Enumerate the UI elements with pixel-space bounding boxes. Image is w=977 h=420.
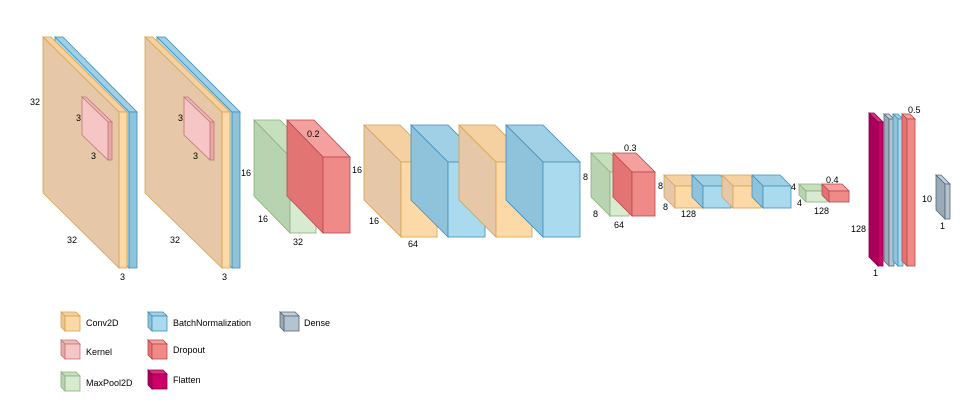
block3: 16 64 — [363, 124, 581, 249]
dropout-layer-dense — [901, 113, 916, 267]
pool1-height-label: 16 — [258, 214, 268, 224]
legend-item-conv2d: Conv2D — [60, 311, 119, 332]
legend-item-flatten: Flatten — [147, 369, 201, 390]
flatten-height-label: 128 — [851, 224, 866, 234]
legend-item-maxpool: MaxPool2D — [60, 371, 133, 392]
legend-label-dropout: Dropout — [173, 345, 206, 355]
block2-kernel — [183, 96, 215, 161]
pool3-side-label: 4 — [791, 182, 796, 192]
dense-layer-1 — [883, 113, 895, 267]
output-dense: 10 1 — [922, 174, 951, 231]
dropout1-side-label: 16 — [352, 165, 362, 175]
block2: 3 3 32 3 16 — [144, 36, 251, 282]
legend-label-conv2d: Conv2D — [86, 318, 119, 328]
flatten-layer — [868, 112, 884, 267]
output-width-label: 1 — [940, 221, 945, 231]
legend-label-dense: Dense — [304, 318, 330, 328]
pool1-group: 0.2 16 16 32 — [253, 119, 362, 247]
block1-height-label: 32 — [30, 97, 40, 107]
block4-side-label: 8 — [658, 181, 663, 191]
dropout3-rate-label: 0.4 — [826, 175, 839, 185]
pool2-side-label: 8 — [583, 172, 588, 182]
dropout2-rate-label: 0.3 — [624, 143, 637, 153]
legend-item-batchnorm: BatchNormalization — [147, 311, 251, 332]
dense-block: 0.5 128 1 — [851, 105, 921, 278]
legend-item-dense: Dense — [279, 311, 330, 332]
block1: 32 3 3 32 3 — [30, 36, 138, 282]
pool2-group: 0.3 8 8 64 — [583, 143, 656, 230]
block1-kernel-w-label: 3 — [91, 151, 96, 161]
pool3-dropout — [821, 183, 850, 203]
pool3-group: 0.4 4 4 128 — [791, 175, 850, 216]
block2-width-label: 32 — [170, 235, 180, 245]
dropout4-rate-label: 0.5 — [908, 105, 921, 115]
block3-height-label: 16 — [369, 216, 379, 226]
block1-width-label: 32 — [67, 235, 77, 245]
block4-batchnorm-b — [751, 174, 792, 209]
block4: 8 8 128 — [658, 174, 792, 219]
block4-depth-label: 128 — [681, 209, 696, 219]
block2-kernel-w-label: 3 — [193, 151, 198, 161]
pool2-height-label: 8 — [593, 209, 598, 219]
batchnorm-layer-dense — [892, 113, 904, 267]
legend-label-maxpool: MaxPool2D — [86, 378, 133, 388]
block3-batchnorm-b — [505, 124, 581, 238]
legend: Conv2D BatchNormalization Dense Kernel D… — [60, 311, 330, 392]
block1-kernel-h-label: 3 — [76, 113, 81, 123]
block2-side-label: 16 — [241, 168, 251, 178]
block4-height-label: 8 — [663, 202, 668, 212]
legend-item-dropout: Dropout — [147, 339, 206, 360]
legend-item-kernel: Kernel — [60, 339, 112, 360]
block1-depth-label: 3 — [120, 272, 125, 282]
pool2-dropout — [612, 152, 656, 217]
legend-label-flatten: Flatten — [173, 375, 201, 385]
block2-depth-label: 3 — [222, 272, 227, 282]
pool3-depth-label: 128 — [814, 206, 829, 216]
legend-label-batchnorm: BatchNormalization — [173, 318, 251, 328]
flatten-width-label: 1 — [873, 268, 878, 278]
block2-conv2d — [144, 36, 231, 269]
block1-kernel — [81, 96, 113, 161]
legend-label-kernel: Kernel — [86, 347, 112, 357]
block2-kernel-h-label: 3 — [178, 113, 183, 123]
block3-depth-label: 64 — [408, 239, 418, 249]
pool1-depth-label: 32 — [293, 237, 303, 247]
pool3-height-label: 4 — [797, 198, 802, 208]
pool1-dropout — [286, 119, 351, 234]
block1-conv2d — [42, 36, 128, 269]
pool2-depth-label: 64 — [614, 220, 624, 230]
dropout1-rate-label: 0.2 — [307, 129, 320, 139]
output-height-label: 10 — [922, 194, 932, 204]
